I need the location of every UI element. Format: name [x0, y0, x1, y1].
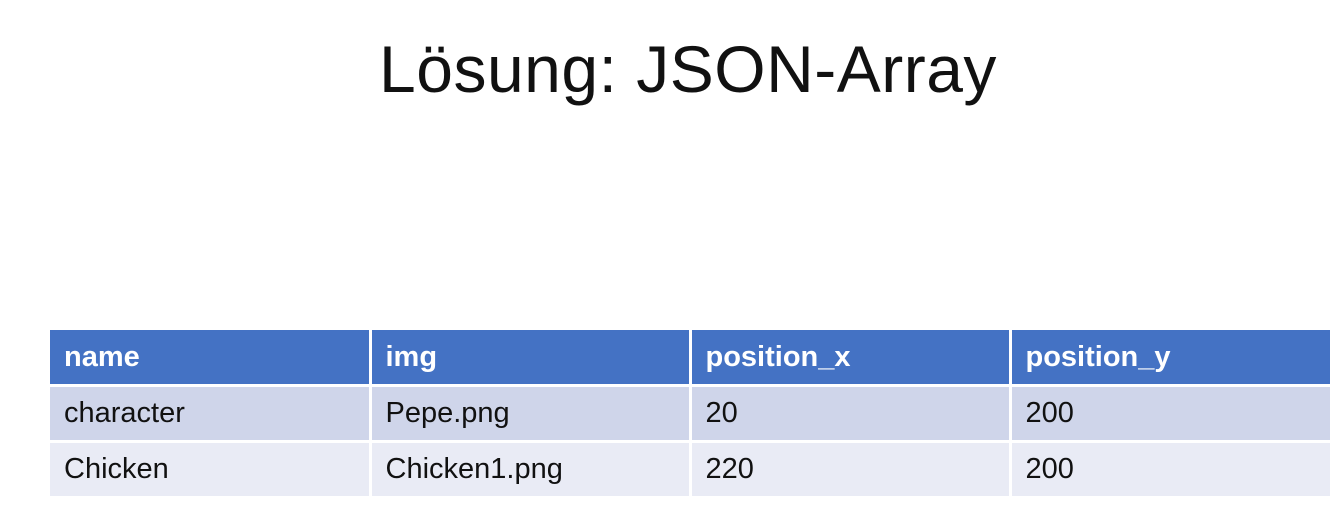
table-cell: Chicken [50, 440, 372, 499]
table-cell: 20 [688, 384, 1012, 443]
table-row: Chicken Chicken1.png 220 200 [50, 440, 1330, 499]
table-cell: Pepe.png [368, 384, 692, 443]
table-cell: 200 [1008, 384, 1330, 443]
table-row: character Pepe.png 20 200 [50, 384, 1330, 443]
table-cell: Chicken1.png [368, 440, 692, 499]
data-table: name img position_x position_y character… [50, 327, 1330, 499]
column-header-position-x: position_x [688, 327, 1012, 387]
table-cell: character [50, 384, 372, 443]
column-header-img: img [368, 327, 692, 387]
column-header-name: name [50, 327, 372, 387]
table-header-row: name img position_x position_y [50, 327, 1330, 387]
table-cell: 220 [688, 440, 1012, 499]
table-cell: 200 [1008, 440, 1330, 499]
column-header-position-y: position_y [1008, 327, 1330, 387]
slide-title: Lösung: JSON-Array [379, 32, 997, 106]
